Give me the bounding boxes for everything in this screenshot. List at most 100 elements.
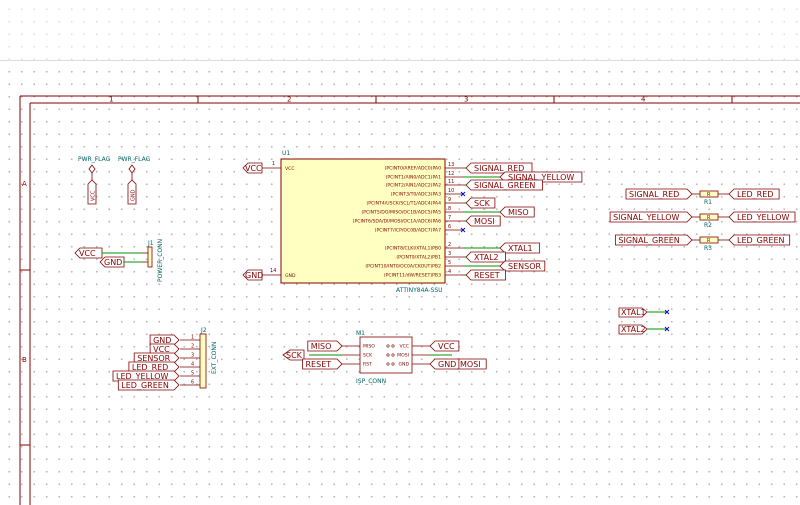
resistor-value: R: [707, 215, 711, 221]
u1-net-signal_green[interactable]: SIGNAL_GREEN: [465, 179, 543, 191]
j1-ref: J1: [147, 240, 154, 247]
resistor-r2[interactable]: SIGNAL_YELLOW RR2 LED_YELLOW: [609, 211, 796, 229]
j2-net-led_green-text: LED_GREEN: [121, 381, 169, 390]
u1-pin-vcc-num: 1: [272, 161, 275, 167]
j2-net-led_yellow[interactable]: LED_YELLOW: [112, 370, 180, 382]
j2-net-led_yellow-text: LED_YELLOW: [116, 372, 169, 381]
m1-net-miso-text: MISO: [311, 342, 332, 351]
m1-net-gnd[interactable]: GND: [429, 358, 460, 370]
xtal2-noconnect-icon: [664, 326, 670, 332]
border-col-2: 2: [287, 96, 291, 104]
j2-net-led_green[interactable]: LED_GREEN: [117, 379, 180, 391]
u1-net-xtal2[interactable]: XTAL2: [465, 251, 506, 263]
pwr-flag-vcc[interactable]: PWR_FLAG VCC: [78, 156, 111, 205]
u1-pin-num: 11: [448, 179, 454, 185]
u1-net-xtal1[interactable]: XTAL1: [499, 242, 540, 254]
xtal1-label: XTAL1: [621, 308, 646, 317]
border-col-1: 1: [109, 96, 113, 104]
u1-net-xtal1-text: XTAL1: [508, 244, 533, 253]
u1-net-signal_red[interactable]: SIGNAL_RED: [465, 162, 533, 174]
u1-pin-name: (PCINT9/XTAL2)PB1: [396, 255, 441, 261]
u1-pin-name: (PCINT3/T0/ADC3)PA3: [391, 192, 441, 198]
m1-net-reset-text: RESET: [306, 360, 332, 369]
j2-net-sensor[interactable]: SENSOR: [133, 352, 180, 364]
resistor-r1[interactable]: SIGNAL_RED RR1 LED_RED: [625, 188, 780, 206]
u1-pin-num: 13: [448, 162, 454, 168]
u1-net-sensor-text: SENSOR: [508, 262, 541, 271]
u1-net-miso-text: MISO: [508, 208, 529, 217]
u1-net-mosi-text: MOSI: [474, 217, 495, 226]
u1-ref: U1: [282, 150, 290, 157]
m1-net-gnd-text: GND: [438, 360, 456, 369]
m1-sck-ext-label: SCK: [286, 351, 303, 360]
u1-net-xtal2-text: XTAL2: [474, 253, 499, 262]
m1-net-reset[interactable]: RESET: [302, 358, 343, 370]
u1-pin-num: 4: [448, 269, 451, 275]
resistor-out-r1[interactable]: LED_RED: [728, 188, 780, 200]
resistor-ref: R1: [704, 199, 712, 206]
j2-pin-num: 4: [191, 362, 194, 368]
u1-pin-num: 5: [448, 260, 451, 266]
u1-pin-name: (PCINT7/ICP/OC0B/ADC7)PA7: [375, 228, 441, 234]
j1-power-connector[interactable]: VCC GND J1 POWER_CONN: [74, 239, 164, 282]
resistor-out-r2[interactable]: LED_YELLOW: [728, 211, 796, 223]
u1-pin-num: 7: [448, 215, 451, 221]
u1-net-sck[interactable]: SCK: [465, 197, 496, 209]
u1-net-signal_red-text: SIGNAL_RED: [474, 164, 524, 173]
u1-pin-name: (PCINT0/AREF/ADC0)PA0: [385, 166, 441, 172]
border-col-3: 3: [464, 96, 468, 104]
j2-net-led_red[interactable]: LED_RED: [128, 361, 180, 373]
u1-pin-num: 9: [448, 197, 451, 203]
m1-net-miso[interactable]: MISO: [307, 340, 343, 352]
u1-gnd-label: GND: [245, 271, 263, 280]
j1-value: POWER_CONN: [157, 239, 164, 282]
border-row-b: B: [22, 356, 27, 364]
resistor-value: R: [707, 192, 711, 198]
j2-ref: J2: [200, 327, 207, 334]
u1-right-pins: (PCINT0/AREF/ADC0)PA0 13 SIGNAL_RED (PCINT1…: [353, 162, 583, 281]
pwr-flag-gnd-net: GND: [131, 189, 137, 201]
m1-pin-left: SCK: [363, 353, 373, 359]
resistor-ref: R2: [704, 222, 712, 229]
u1-value: ATTINY84A-SSU: [396, 287, 443, 294]
u1-pin-num: 8: [448, 206, 451, 212]
u1-microcontroller[interactable]: U1 ATTINY84A-SSU VCC GND 1 14 VCC GND (P…: [242, 150, 583, 294]
sheet-border: [19, 95, 800, 505]
j2-net-vcc[interactable]: VCC: [149, 343, 180, 355]
u1-pin-num: 6: [448, 224, 451, 230]
m1-ref: M1: [356, 330, 365, 337]
canvas-top-area: [0, 0, 800, 61]
u1-net-sck-text: SCK: [474, 199, 491, 208]
resistor-in-r3[interactable]: SIGNAL_GREEN: [615, 234, 693, 246]
j2-pin-num: 2: [191, 344, 194, 350]
j2-net-vcc-text: VCC: [153, 345, 170, 354]
j2-pin-num: 5: [191, 371, 194, 377]
u1-pin-num: 12: [448, 171, 454, 177]
j2-ext-connector[interactable]: J2 EXT_CONN 1GND2VCC3SENSOR4LED_RED5LED_…: [112, 327, 218, 391]
m1-net-vcc-text: VCC: [438, 342, 455, 351]
resistor-in-r1[interactable]: SIGNAL_RED: [625, 188, 693, 200]
pwr-flag-gnd[interactable]: PWR_FLAG GND: [118, 156, 151, 205]
xtal-labels: XTAL1 XTAL2: [618, 307, 670, 335]
u1-net-signal_green-text: SIGNAL_GREEN: [474, 181, 535, 190]
u1-pin-name: (PCINT2/AIN1/ADC2)PA2: [386, 183, 441, 189]
u1-net-mosi[interactable]: MOSI: [465, 215, 501, 227]
u1-pin-name: (PCINT1/AIN0/ADC1)PA1: [386, 175, 441, 181]
resistor-out-r3[interactable]: LED_GREEN: [728, 234, 791, 246]
resistor-in-r2[interactable]: SIGNAL_YELLOW: [609, 211, 693, 223]
noconnect-icon: [460, 191, 466, 197]
j2-value: EXT_CONN: [211, 342, 218, 374]
u1-pin-gnd-name: GND: [285, 273, 296, 279]
j2-net-gnd[interactable]: GND: [149, 334, 180, 346]
u1-net-reset[interactable]: RESET: [465, 269, 506, 281]
u1-net-sensor[interactable]: SENSOR: [499, 260, 546, 272]
j1-gnd-label: GND: [104, 258, 122, 267]
u1-vcc-label: VCC: [245, 164, 262, 173]
noconnect-icon: [460, 227, 466, 233]
u1-net-miso[interactable]: MISO: [499, 206, 535, 218]
m1-net-vcc[interactable]: VCC: [429, 340, 460, 352]
